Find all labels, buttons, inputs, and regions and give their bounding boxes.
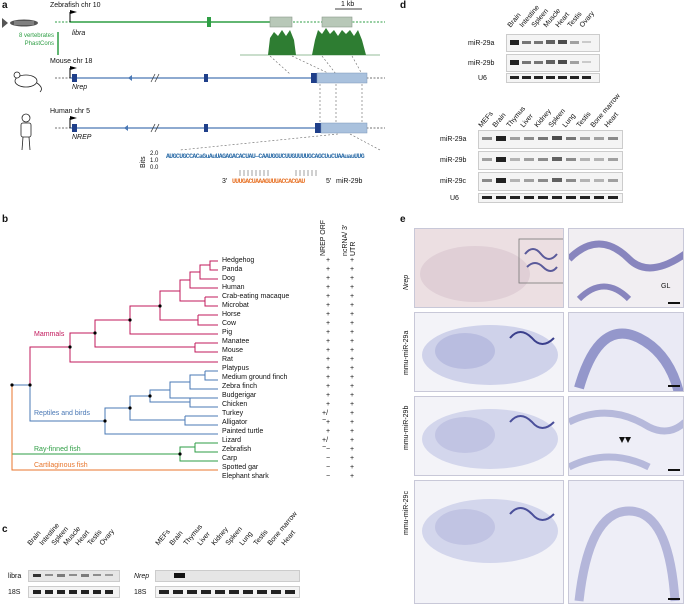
species-row: Zebra finch++ — [222, 383, 355, 390]
phastcons-label: 8 vertebrates PhastCons — [18, 33, 54, 47]
panel-b-label: b — [2, 214, 9, 225]
mir29c-cerebellum-zoom — [568, 480, 684, 604]
species-row: Carp−+ — [222, 455, 355, 462]
species-row: Turkey+/−+ — [222, 410, 355, 424]
d-bot-blot-29c — [478, 172, 623, 191]
nrep-mouse-label: Nrep — [72, 84, 88, 91]
species-row: Elephant shark−+ — [222, 473, 355, 480]
d-bot-mir29a: miR-29a — [440, 136, 467, 143]
mir29a-cerebellum-zoom — [568, 312, 684, 392]
mirna-sequence: UUUGACUAAAGUUUACCACGAU — [232, 178, 305, 185]
nrep-human-label: NREP — [72, 134, 92, 141]
e-row-nrep: Nrep — [403, 274, 410, 290]
species-row: Medium ground finch++ — [222, 374, 355, 381]
species-row: Spotted gar−+ — [222, 464, 355, 471]
species-row: Panda++ — [222, 266, 355, 273]
species-row: Mouse++ — [222, 347, 355, 354]
human-chr-label: Human chr 5 — [50, 108, 91, 115]
mirna-name: miR-29b — [336, 178, 363, 185]
d-bot-blot-29b — [478, 151, 623, 170]
mir29b-cerebellum-zoom — [568, 396, 684, 476]
mouse-chr-label: Mouse chr 18 — [50, 58, 93, 65]
panel-e-label: e — [400, 214, 406, 225]
species-row: Horse++ — [222, 311, 355, 318]
orf-column-header: NREP ORF — [320, 219, 327, 256]
utr-column-header: ncRNA/ 3′ UTR — [342, 224, 357, 256]
panel-c-label: c — [2, 524, 8, 535]
species-row: Painted turtle++ — [222, 428, 355, 435]
mir29c-brain-section — [414, 480, 564, 604]
mouse-icon — [13, 71, 42, 93]
sequence-logo: AUGCUGCCACaGuAuUAGAGACACUAU—CAAUGGUCUUGU… — [166, 153, 365, 160]
species-row: Lizard+/−+ — [222, 437, 355, 451]
scale-bar-label: 1 kb — [341, 1, 355, 8]
libra-row-label: libra — [8, 573, 22, 580]
species-row: Pig++ — [222, 329, 355, 336]
species-row: Rat++ — [222, 356, 355, 363]
clade-ray-finned: Ray-finned fish — [34, 446, 81, 453]
d-bot-blot-u6 — [478, 193, 623, 203]
species-row: Alligator++ — [222, 419, 355, 426]
18s-row-label-left: 18S — [8, 589, 21, 596]
species-row: Cow++ — [222, 320, 355, 327]
bits-tick-2: 2.0 — [150, 151, 159, 157]
e-row-mir29b: mmu-miR-29b — [403, 405, 410, 450]
species-row: Human++ — [222, 284, 355, 291]
mir29b-brain-section — [414, 396, 564, 476]
scale-bar-3 — [668, 469, 680, 471]
clade-cartilaginous: Cartilaginous fish — [34, 462, 88, 469]
mirna-5-prime: 5′ — [326, 178, 332, 185]
mouse-track — [55, 66, 385, 84]
mir29a-brain-section — [414, 312, 564, 392]
human-track — [55, 116, 385, 134]
nrep-blot — [155, 570, 300, 582]
species-row: Microbat++ — [222, 302, 355, 309]
phastcons-track — [240, 28, 380, 56]
d-bot-u6: U6 — [450, 195, 459, 202]
base-pairing — [239, 170, 317, 176]
species-row: Zebrafish−+ — [222, 446, 355, 453]
mirna-3-prime: 3′ — [222, 178, 228, 185]
clade-mammals: Mammals — [34, 331, 65, 338]
bits-axis-label: Bits — [140, 156, 147, 168]
bits-tick-0: 0.0 — [150, 165, 159, 171]
scale-bar-1 — [668, 302, 680, 304]
d-top-u6: U6 — [478, 75, 487, 82]
human-icon — [20, 113, 32, 151]
e-row-mir29a: mmu-miR-29a — [403, 330, 410, 375]
18s-row-label-right: 18S — [134, 589, 147, 596]
zebrafish-chr-label: Zebrafish chr 10 — [50, 2, 101, 9]
species-row: Budgerigar++ — [222, 392, 355, 399]
panel-d-label: d — [400, 0, 407, 11]
libra-label: libra — [72, 30, 86, 37]
d-bot-mir29b: miR-29b — [440, 157, 467, 164]
d-top-mir29b: miR-29b — [468, 60, 495, 67]
panel-a-label: a — [2, 0, 8, 11]
species-row: Manatee++ — [222, 338, 355, 345]
d-top-mir29a: miR-29a — [468, 40, 495, 47]
species-row: Chicken++ — [222, 401, 355, 408]
18s-blot-right — [155, 586, 300, 598]
d-bot-blot-29a — [478, 130, 623, 149]
nrep-row-label: Nrep — [134, 573, 150, 580]
bits-tick-1: 1.0 — [150, 158, 159, 164]
gl-label: GL — [661, 283, 671, 290]
phylogenetic-tree — [10, 260, 218, 471]
species-row: Hedgehog++ — [222, 257, 355, 264]
zebrafish-track — [55, 8, 385, 28]
clade-reptiles-birds: Reptiles and birds — [34, 410, 91, 417]
zebrafish-icon — [2, 18, 38, 28]
nrep-cerebellum-zoom — [568, 228, 684, 308]
scale-bar-4 — [668, 598, 680, 600]
species-row: Crab-eating macaque++ — [222, 293, 355, 300]
scale-bar-2 — [668, 385, 680, 387]
nrep-brain-section — [414, 228, 564, 308]
species-row: Platypus++ — [222, 365, 355, 372]
e-row-mir29c: mmu-miR-29c — [403, 491, 410, 535]
gene-structure-diagram — [2, 8, 385, 176]
species-row: Dog++ — [222, 275, 355, 282]
d-bot-mir29c: miR-29c — [440, 178, 467, 185]
